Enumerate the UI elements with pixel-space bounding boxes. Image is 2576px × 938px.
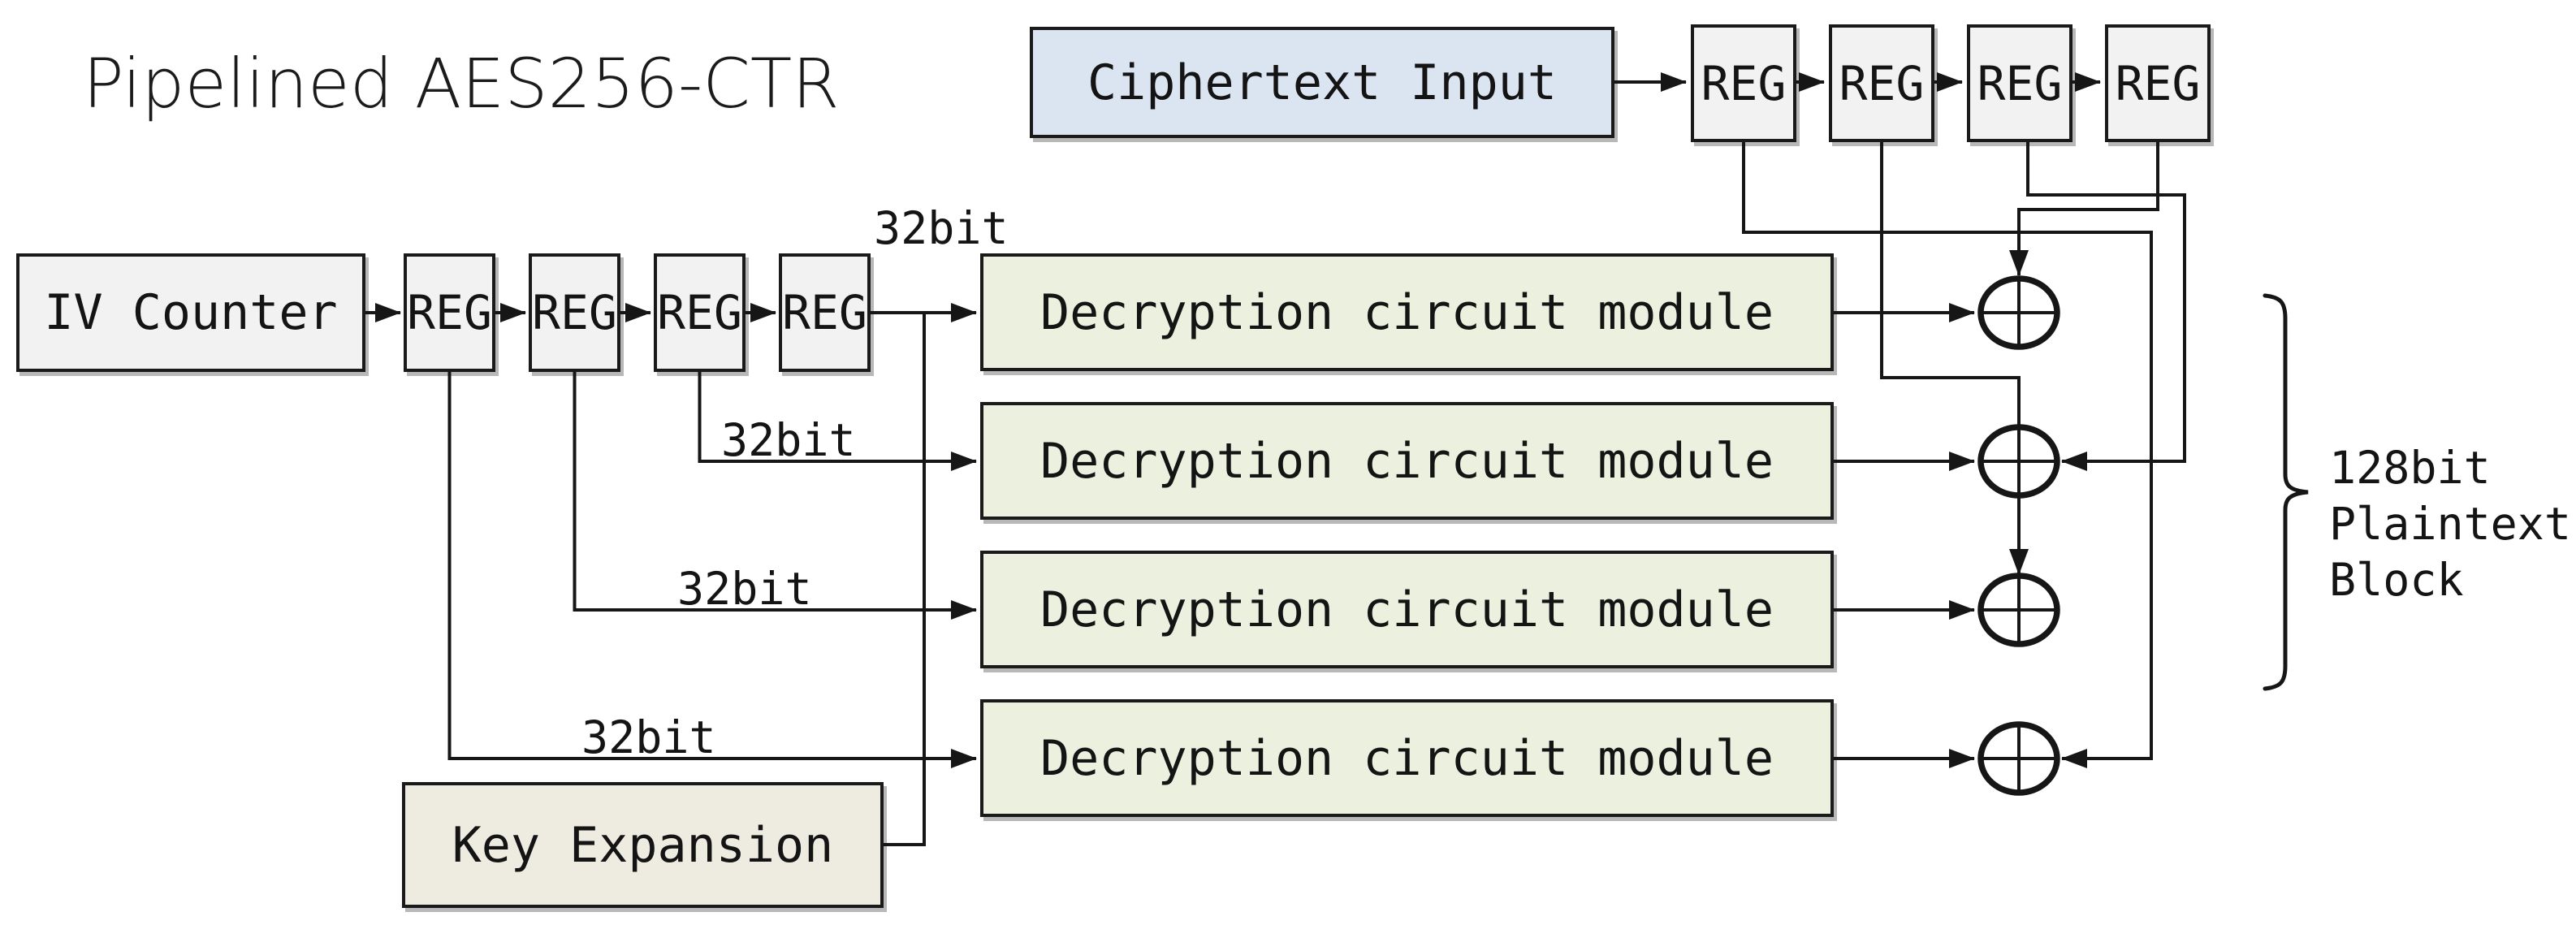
iv-counter-box: IV Counter bbox=[16, 253, 365, 372]
bus-width-label-3: 32bit bbox=[677, 563, 812, 615]
counter-pipeline-wires bbox=[365, 303, 977, 768]
key-expansion-wire bbox=[884, 313, 926, 846]
xor-gate-icon-2 bbox=[1977, 424, 2060, 499]
bus-width-label-4: 32bit bbox=[581, 711, 716, 763]
output-block-line-3: Block bbox=[2329, 554, 2464, 606]
counter-reg-2: REG bbox=[529, 253, 620, 372]
counter-reg-4: REG bbox=[779, 253, 871, 372]
ciphertext-reg-3: REG bbox=[1967, 24, 2072, 142]
ciphertext-reg-1: REG bbox=[1691, 24, 1796, 142]
module-output-wires bbox=[1834, 303, 1975, 768]
xor-gates bbox=[1977, 275, 2060, 796]
output-block-label: 128bit Plaintext Block bbox=[2329, 440, 2571, 608]
diagram-title: Pipelined AES256-CTR bbox=[83, 44, 840, 123]
xor-gate-icon-3 bbox=[1977, 573, 2060, 647]
xor-gate-icon-4 bbox=[1977, 721, 2060, 796]
output-brace-icon bbox=[2263, 293, 2309, 691]
output-block-line-2: Plaintext bbox=[2329, 498, 2572, 550]
counter-reg-1: REG bbox=[404, 253, 495, 372]
ciphertext-reg-4: REG bbox=[2105, 24, 2211, 142]
ciphertext-reg-2: REG bbox=[1829, 24, 1934, 142]
decryption-module-1: Decryption circuit module bbox=[980, 253, 1834, 371]
bus-width-label-2: 32bit bbox=[721, 414, 856, 466]
counter-reg-3: REG bbox=[654, 253, 746, 372]
decryption-module-4: Decryption circuit module bbox=[980, 699, 1834, 817]
output-block-line-1: 128bit bbox=[2329, 442, 2491, 494]
xor-gate-icon-1 bbox=[1977, 275, 2060, 350]
decryption-module-3: Decryption circuit module bbox=[980, 551, 1834, 668]
bus-width-label-1: 32bit bbox=[874, 202, 1009, 254]
decryption-module-2: Decryption circuit module bbox=[980, 402, 1834, 520]
key-expansion-box: Key Expansion bbox=[402, 782, 884, 908]
ciphertext-input-box: Ciphertext Input bbox=[1030, 27, 1614, 138]
